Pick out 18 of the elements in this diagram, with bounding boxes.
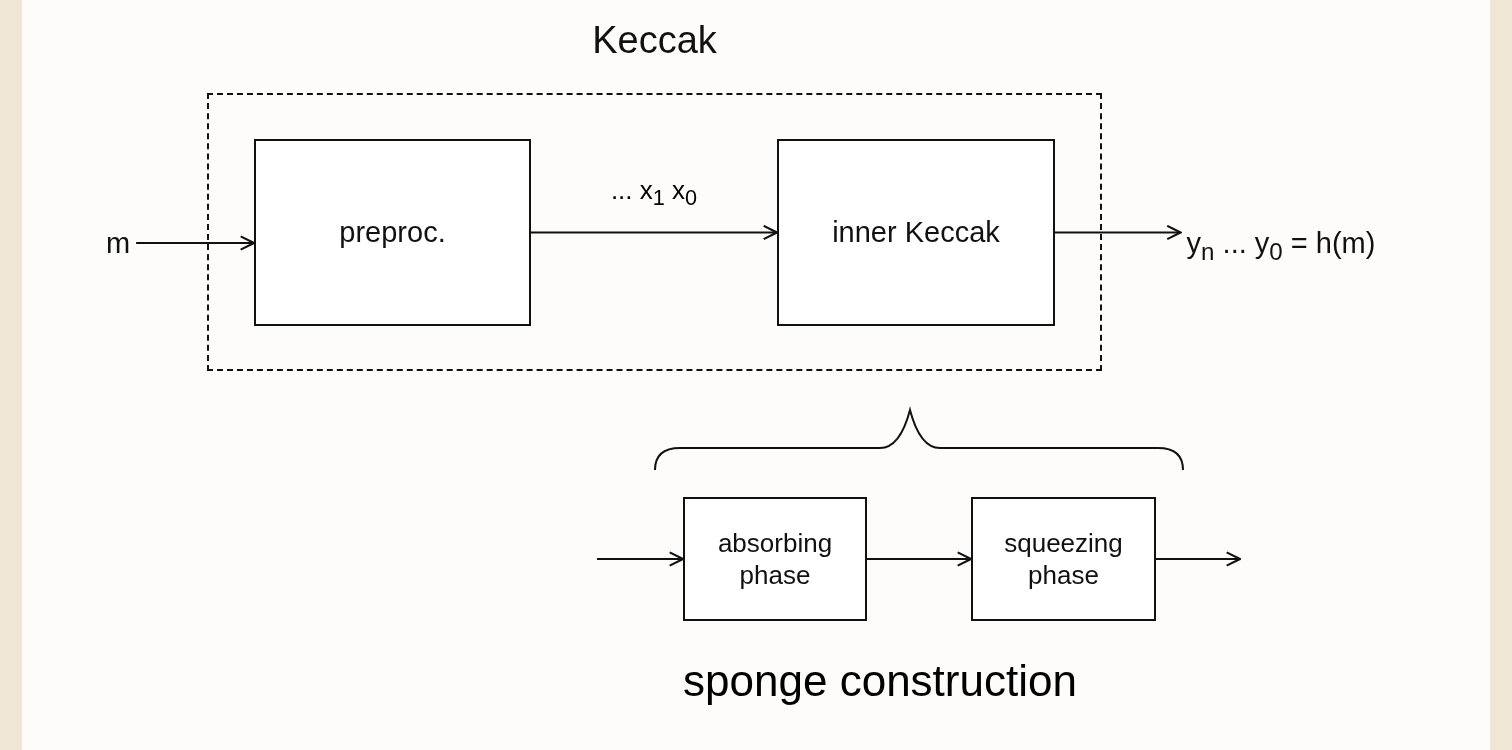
process-box bbox=[777, 139, 1055, 326]
process-box bbox=[683, 497, 867, 621]
arrow bbox=[135, 235, 256, 251]
arrow bbox=[1054, 224, 1182, 241]
arrow bbox=[596, 551, 685, 567]
group-title: Keccak bbox=[591, 19, 718, 62]
arrow bbox=[530, 224, 779, 241]
box-label: preproc. bbox=[339, 215, 446, 251]
arrow bbox=[866, 551, 973, 567]
box-label: squeezing phase bbox=[1003, 526, 1124, 592]
box-label: absorbing phase bbox=[716, 526, 834, 592]
caption-text: sponge construction bbox=[682, 656, 1078, 706]
arrow bbox=[1155, 551, 1242, 567]
process-box bbox=[971, 497, 1156, 621]
box-label: inner Keccak bbox=[832, 215, 1000, 251]
io-label: m bbox=[105, 225, 131, 261]
io-label: y$_{n}$ ... y$_{0}$ = h(m) bbox=[1186, 226, 1376, 267]
process-box bbox=[254, 139, 531, 326]
